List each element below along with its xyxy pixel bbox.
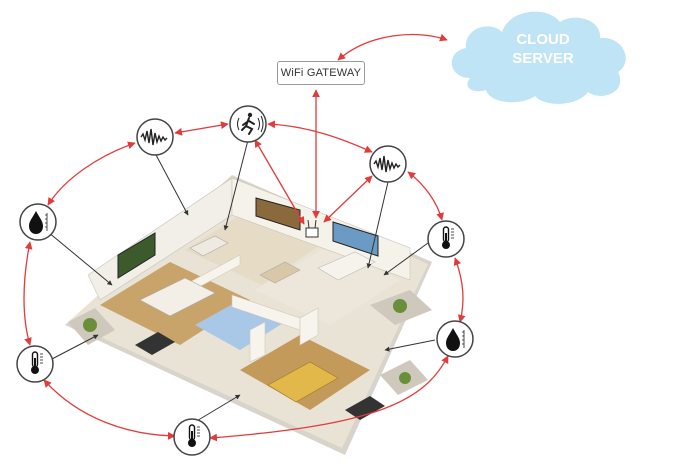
sound-sensor-right xyxy=(369,145,407,183)
motion-router-link xyxy=(254,139,305,225)
sound-sensor-left xyxy=(136,118,174,156)
cloud-label-line1: CLOUD xyxy=(516,31,570,48)
sound-drop-left-link xyxy=(47,141,136,206)
thermometer-icon xyxy=(31,351,43,374)
motion-sensor xyxy=(229,105,267,143)
wifi-gateway-text: WiFi GATEWAY xyxy=(280,67,362,79)
humidity-sensor-right xyxy=(436,320,474,358)
sound-motion-link xyxy=(174,121,229,136)
sound-wave-icon xyxy=(373,155,401,173)
cloud-server xyxy=(451,11,626,104)
thermo-drop-right-link xyxy=(453,257,466,323)
house-floor-plan xyxy=(65,175,432,455)
thermometer-icon xyxy=(188,424,200,447)
sound-router-link xyxy=(323,175,373,223)
drop-thermo-bottom-link xyxy=(209,355,449,442)
water-drop-icon xyxy=(446,328,460,351)
sound-wave-icon xyxy=(140,128,168,146)
wifi-gateway-label: WiFi GATEWAY xyxy=(277,61,365,85)
thermometer-icon xyxy=(442,226,454,249)
drop-thermo-left-link xyxy=(23,241,33,346)
humidity-sensor-left xyxy=(19,203,57,241)
connection-arrows xyxy=(23,33,466,442)
thermo-left-bottom-link xyxy=(43,379,176,440)
motion-sound-right-link xyxy=(267,120,373,153)
temperature-sensor-left xyxy=(16,345,54,383)
temperature-sensor-right xyxy=(427,220,465,258)
sound-thermo-right-link xyxy=(407,171,444,221)
cloud-server-label: CLOUD SERVER xyxy=(488,30,598,68)
gateway-cloud-link xyxy=(337,33,448,61)
sensor-leader-lines xyxy=(47,139,436,423)
temperature-sensor-bottom xyxy=(173,418,211,456)
water-drop-icon xyxy=(29,211,43,234)
cloud-label-line2: SERVER xyxy=(512,50,574,67)
running-person-icon xyxy=(237,112,264,135)
